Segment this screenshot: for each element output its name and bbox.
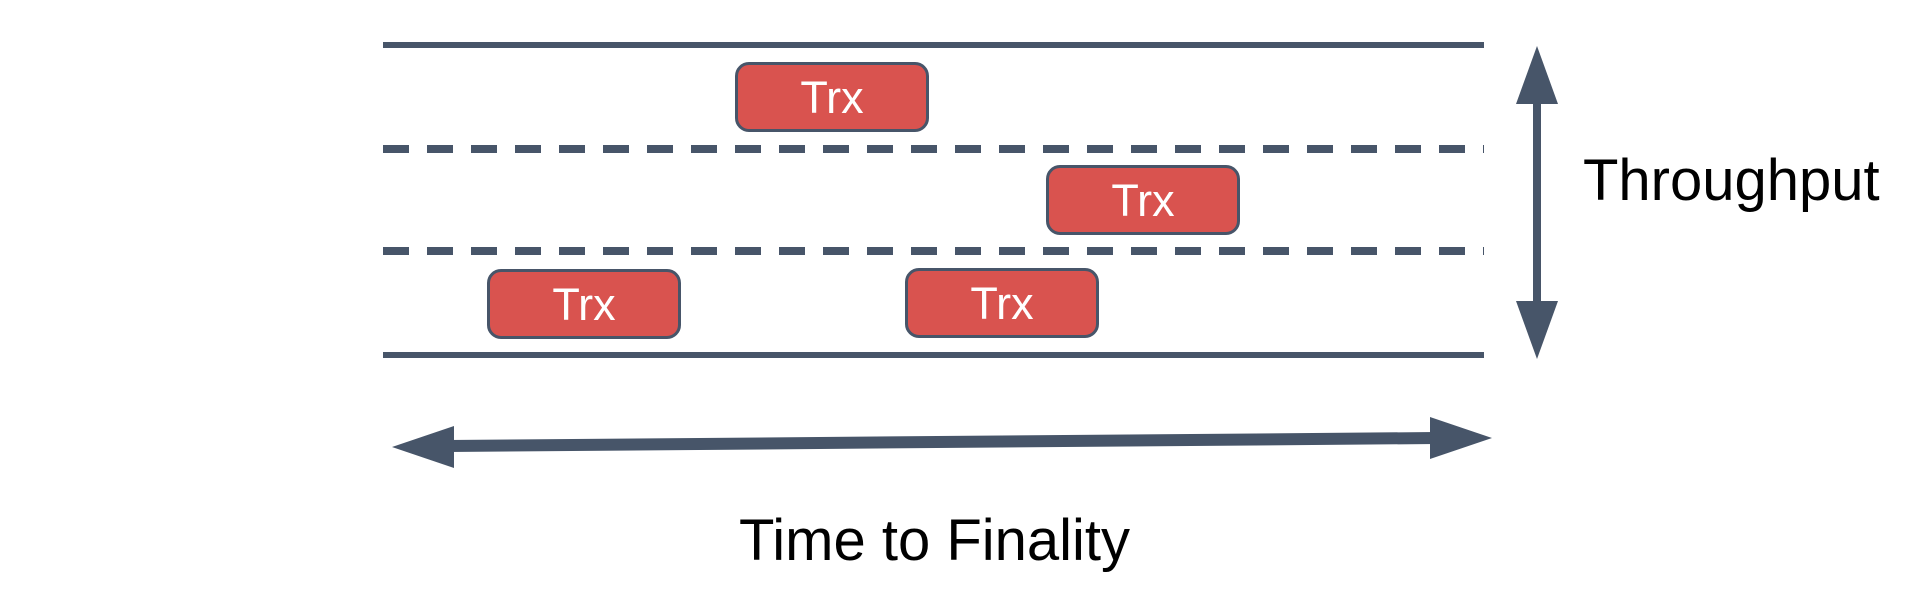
road-bottom-edge-line — [383, 352, 1484, 358]
lane-divider-1-dashed — [383, 145, 1484, 153]
throughput-double-arrow-icon — [1516, 46, 1558, 359]
trx-box-label: Trx — [800, 71, 864, 123]
trx-box-bottom-lane-left: Trx — [487, 269, 681, 339]
road-top-edge-line — [383, 42, 1484, 48]
trx-box-middle-lane: Trx — [1046, 165, 1240, 235]
trx-box-label: Trx — [552, 278, 616, 330]
trx-box-label: Trx — [970, 277, 1034, 329]
trx-box-bottom-lane-right: Trx — [905, 268, 1099, 338]
time-to-finality-label: Time to Finality — [739, 508, 1131, 573]
trx-box-top-lane: Trx — [735, 62, 929, 132]
trx-box-label: Trx — [1111, 174, 1175, 226]
throughput-label: Throughput — [1583, 148, 1880, 213]
time-to-finality-double-arrow-icon — [392, 417, 1492, 468]
lane-divider-2-dashed — [383, 247, 1484, 255]
